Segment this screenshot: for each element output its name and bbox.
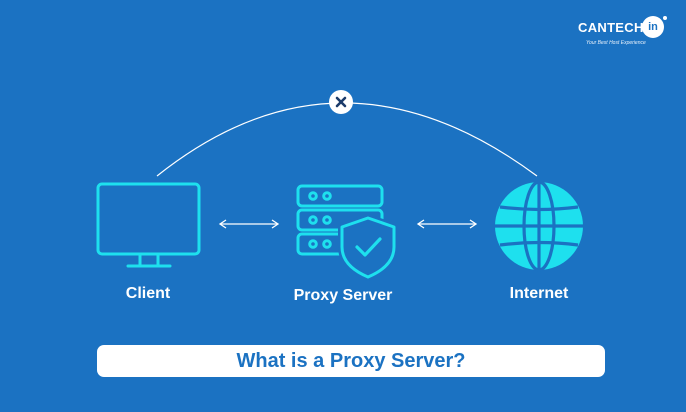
proxy-server-label: Proxy Server [293, 287, 393, 304]
globe-icon [495, 180, 583, 272]
direct-connection-arc [156, 102, 538, 177]
close-icon [329, 90, 353, 114]
brand-logo: CANTECH in Your Best Host Experience [578, 16, 678, 56]
brand-name: CANTECH [578, 20, 644, 35]
arrow-client-proxy [218, 219, 280, 229]
brand-tagline: Your Best Host Experience [586, 40, 646, 46]
title-banner: What is a Proxy Server? [97, 345, 605, 377]
client-label: Client [125, 285, 171, 302]
arrow-proxy-internet [416, 219, 478, 229]
brand-badge-dot [663, 16, 667, 20]
monitor-icon [96, 182, 201, 268]
internet-label: Internet [509, 285, 569, 302]
page-title: What is a Proxy Server? [236, 350, 466, 372]
shield-check-icon [338, 214, 398, 281]
brand-badge: in [642, 16, 664, 38]
